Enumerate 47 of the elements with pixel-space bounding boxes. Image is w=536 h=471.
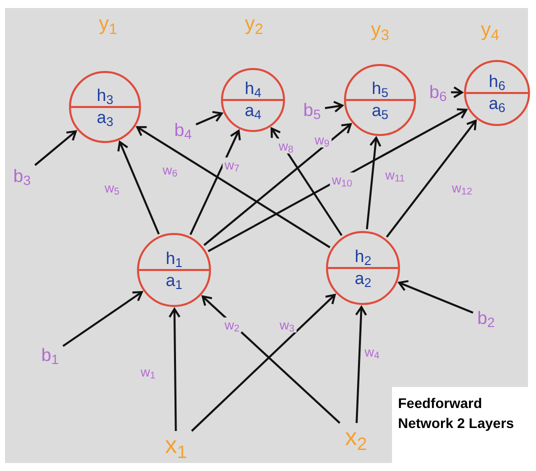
neuron-label: h$_{4}$ (244, 80, 262, 98)
neuron-label: h$_{2}$ (354, 248, 372, 266)
arrow (190, 130, 241, 236)
arrow (386, 120, 477, 238)
bias-label: b$_{1}$ (41, 345, 59, 365)
arrow (202, 295, 340, 424)
neuron-label: a$_{5}$ (372, 102, 388, 120)
arrow (191, 294, 336, 432)
neuron-label: a$_{1}$ (166, 272, 182, 290)
neuron-label: a$_{2}$ (354, 270, 372, 288)
edge-label: w$_{10}$ (330, 172, 354, 188)
arrow (208, 108, 468, 252)
bias-label: b$_{5}$ (303, 100, 321, 120)
arrow (270, 127, 342, 236)
arrow (62, 291, 143, 347)
neuron-label: a$_{4}$ (244, 102, 262, 120)
neuron-label: h$_{6}$ (488, 73, 506, 91)
arrow (196, 110, 223, 126)
bias-label: b$_{3}$ (13, 166, 31, 186)
bias-label: b$_{4}$ (174, 120, 192, 140)
edge-label: w$_{8}$ (276, 138, 296, 154)
neuron-label: a$_{6}$ (488, 95, 506, 113)
arrow (324, 100, 344, 113)
output-label: y$_{1}$ (98, 13, 118, 35)
edge-label: w$_{7}$ (222, 158, 242, 172)
output-label: y$_{4}$ (480, 19, 500, 41)
arrow (168, 308, 181, 432)
neuron-label: h$_{3}$ (96, 87, 114, 105)
neuron-label: h$_{5}$ (372, 80, 388, 98)
arrow (366, 136, 382, 230)
arrow (355, 306, 368, 424)
output-label: y$_{3}$ (370, 19, 390, 41)
caption: Feedforward Network 2 Layers (398, 394, 515, 433)
arrow (398, 280, 474, 314)
bias-label: b$_{2}$ (477, 308, 495, 328)
arrow (450, 86, 463, 98)
arrow (34, 130, 77, 166)
output-label: y$_{2}$ (244, 13, 264, 35)
bias-label: b$_{6}$ (429, 82, 447, 102)
edge-label: w$_{2}$ (222, 318, 242, 332)
arrow (136, 126, 330, 248)
arrow (117, 141, 160, 234)
arrow (203, 123, 352, 246)
neuron-label: h$_{1}$ (166, 250, 182, 268)
neuron-label: a$_{3}$ (96, 109, 114, 127)
input-label: x$_{2}$ (344, 425, 367, 451)
input-label: x$_{1}$ (164, 433, 187, 459)
